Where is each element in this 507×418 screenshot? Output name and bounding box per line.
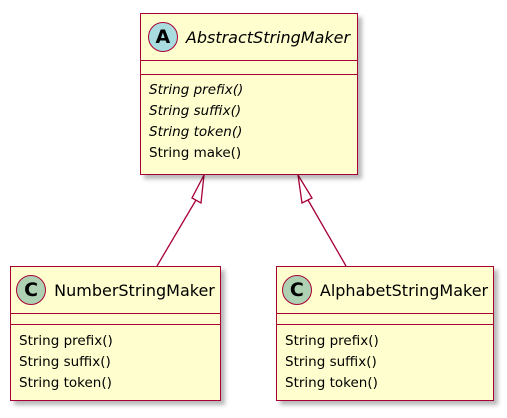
class-alphabetstringmaker[interactable]: C AlphabetStringMaker String prefix() St…	[276, 266, 494, 401]
class-header: C NumberStringMaker	[11, 267, 220, 313]
attributes-divider	[141, 60, 357, 61]
edge-alphabetstringmaker-to-abstractstringmaker	[297, 174, 347, 267]
class-badge-icon: C	[281, 275, 312, 305]
attributes-compartment	[277, 314, 493, 324]
method-suffix: String suffix()	[19, 354, 111, 370]
class-name: AlphabetStringMaker	[319, 280, 489, 300]
method-prefix: String prefix()	[285, 333, 379, 349]
edge-numberstringmaker-to-abstractstringmaker	[156, 174, 205, 267]
method-prefix: String prefix()	[149, 82, 244, 98]
method-token: String token()	[149, 124, 243, 140]
class-header: A AbstractStringMaker	[141, 14, 357, 60]
methods-divider	[277, 324, 493, 325]
generalization-arrowhead	[297, 174, 313, 204]
methods-compartment: String prefix() String suffix() String t…	[277, 325, 493, 394]
generalization-arrowhead	[191, 174, 205, 205]
method-prefix: String prefix()	[19, 333, 113, 349]
method-token: String token()	[285, 375, 378, 391]
methods-divider	[11, 324, 220, 325]
attributes-compartment	[11, 314, 220, 324]
abstract-class-badge-icon: A	[147, 22, 178, 52]
methods-compartment: String prefix() String suffix() String t…	[141, 75, 357, 164]
class-numberstringmaker[interactable]: C NumberStringMaker String prefix() Stri…	[10, 266, 221, 401]
class-abstractstringmaker[interactable]: A AbstractStringMaker String prefix() St…	[140, 13, 358, 175]
class-name: AbstractStringMaker	[185, 27, 351, 47]
class-header: C AlphabetStringMaker	[277, 267, 493, 313]
class-badge-icon: C	[16, 275, 47, 305]
attributes-compartment	[141, 61, 357, 74]
method-make: String make()	[149, 145, 242, 161]
method-suffix: String suffix()	[149, 103, 242, 119]
method-suffix: String suffix()	[285, 354, 377, 370]
attributes-divider	[11, 313, 220, 314]
method-token: String token()	[19, 375, 112, 391]
methods-compartment: String prefix() String suffix() String t…	[11, 325, 220, 394]
attributes-divider	[277, 313, 493, 314]
class-name: NumberStringMaker	[54, 280, 215, 300]
methods-divider	[141, 74, 357, 75]
